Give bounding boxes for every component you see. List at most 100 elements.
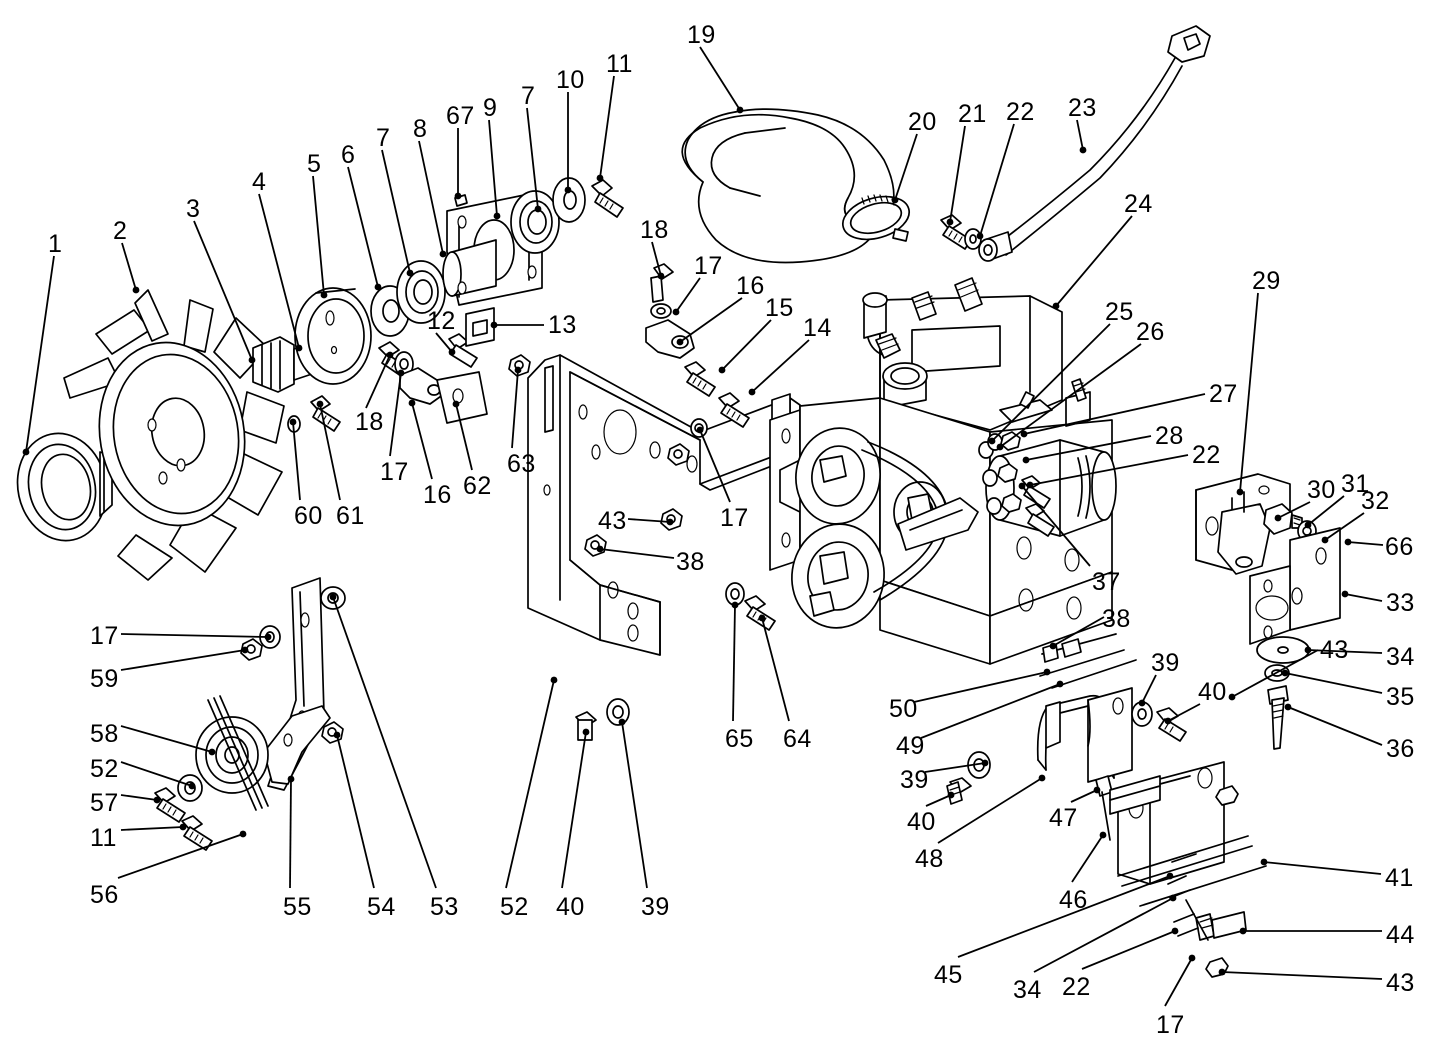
leader-endpoint-dot — [22, 448, 30, 456]
leader-line — [1029, 454, 1189, 486]
callout-number-18: 18 — [640, 216, 669, 244]
leader-endpoint-dot — [1079, 146, 1087, 154]
leader-endpoint-dot — [452, 400, 460, 408]
leader-line — [913, 671, 1048, 703]
leader-line — [1347, 541, 1384, 546]
leader-endpoint-dot — [666, 518, 674, 526]
leader-endpoint-dot — [329, 593, 337, 601]
right-mount-group — [1195, 473, 1341, 750]
callout-number-22: 22 — [1192, 441, 1221, 469]
leader-line — [1164, 957, 1193, 1007]
callout-number-60: 60 — [294, 502, 323, 530]
leader-endpoint-dot — [1026, 481, 1034, 489]
leader-endpoint-dot — [1099, 831, 1107, 839]
callout-number-39: 39 — [1151, 649, 1180, 677]
leader-endpoint-dot — [1169, 894, 1177, 902]
leader-endpoint-dot — [1052, 302, 1060, 310]
leader-line — [675, 277, 701, 313]
callout-number-39: 39 — [641, 893, 670, 921]
callout-number-5: 5 — [307, 150, 322, 178]
leader-line — [1023, 393, 1206, 435]
leader-endpoint-dot — [1341, 590, 1349, 598]
leader-endpoint-dot — [1043, 668, 1051, 676]
callout-number-43: 43 — [598, 507, 627, 535]
leader-line — [721, 319, 772, 371]
leader-endpoint-dot — [1038, 774, 1046, 782]
leader-endpoint-dot — [333, 731, 341, 739]
callout-number-33: 33 — [1386, 589, 1415, 617]
leader-line — [679, 297, 743, 343]
callout-number-3: 3 — [186, 195, 201, 223]
leader-endpoint-dot — [1166, 872, 1174, 880]
leader-endpoint-dot — [731, 601, 739, 609]
leader-line — [920, 683, 1061, 739]
leader-endpoint-dot — [596, 545, 604, 553]
leader-endpoint-dot — [248, 356, 256, 364]
callout-number-16: 16 — [736, 272, 765, 300]
leader-endpoint-dot — [891, 196, 899, 204]
leader-endpoint-dot — [490, 321, 498, 329]
callout-number-22: 22 — [1006, 98, 1035, 126]
leader-line — [258, 193, 300, 349]
leader-line — [957, 875, 1171, 958]
leader-line — [121, 242, 137, 291]
bolt-11 — [591, 179, 624, 218]
leader-endpoint-dot — [241, 646, 249, 654]
leader-line — [120, 761, 193, 787]
leader-line — [991, 323, 1111, 442]
callout-number-17: 17 — [90, 622, 119, 650]
callout-number-26: 26 — [1136, 318, 1165, 346]
leader-endpoint-dot — [132, 286, 140, 294]
leader-endpoint-dot — [287, 775, 295, 783]
leader-line — [1277, 501, 1311, 519]
leader-line — [699, 429, 731, 503]
callout-number-37: 37 — [1092, 568, 1121, 596]
leader-endpoint-dot — [374, 283, 382, 291]
leader-endpoint-dot — [988, 437, 996, 445]
leader-endpoint-dot — [1218, 968, 1226, 976]
callout-number-36: 36 — [1386, 735, 1415, 763]
callout-number-48: 48 — [915, 845, 944, 873]
callout-number-50: 50 — [889, 695, 918, 723]
battery-cable-group — [940, 25, 1211, 262]
callout-number-16: 16 — [423, 481, 452, 509]
leader-line — [511, 369, 519, 449]
leader-endpoint-dot — [316, 400, 324, 408]
leader-endpoint-dot — [582, 728, 590, 736]
leader-endpoint-dot — [946, 218, 954, 226]
engine-block-group — [791, 277, 1117, 665]
callout-number-17: 17 — [380, 458, 409, 486]
leader-line — [894, 133, 918, 201]
leader-endpoint-dot — [493, 212, 501, 220]
leader-line — [1239, 292, 1259, 493]
leader-line — [1033, 897, 1174, 973]
leader-endpoint-dot — [439, 250, 447, 258]
callout-number-7: 7 — [376, 124, 391, 152]
leader-line — [289, 778, 292, 889]
callout-number-52: 52 — [500, 893, 529, 921]
leader-line — [561, 731, 587, 889]
callout-number-53: 53 — [430, 893, 459, 921]
leader-line — [925, 794, 952, 807]
leader-endpoint-dot — [718, 366, 726, 374]
leader-endpoint-dot — [1093, 786, 1101, 794]
callout-number-62: 62 — [463, 472, 492, 500]
leader-endpoint-dot — [264, 633, 272, 641]
leader-line — [937, 777, 1043, 844]
callout-number-31: 31 — [1341, 470, 1370, 498]
callout-number-10: 10 — [556, 66, 585, 94]
leader-line — [599, 75, 615, 179]
leader-endpoint-dot — [550, 676, 558, 684]
leader-endpoint-dot — [748, 388, 756, 396]
leader-endpoint-dot — [1260, 858, 1268, 866]
leader-endpoint-dot — [1281, 669, 1289, 677]
leader-line — [1324, 512, 1365, 541]
leader-endpoint-dot — [1284, 703, 1292, 711]
leader-endpoint-dot — [618, 718, 626, 726]
leader-endpoint-dot — [736, 106, 744, 114]
leader-line — [1076, 119, 1084, 151]
callout-number-9: 9 — [483, 94, 498, 122]
leader-line — [120, 794, 158, 801]
callout-number-52: 52 — [90, 755, 119, 783]
